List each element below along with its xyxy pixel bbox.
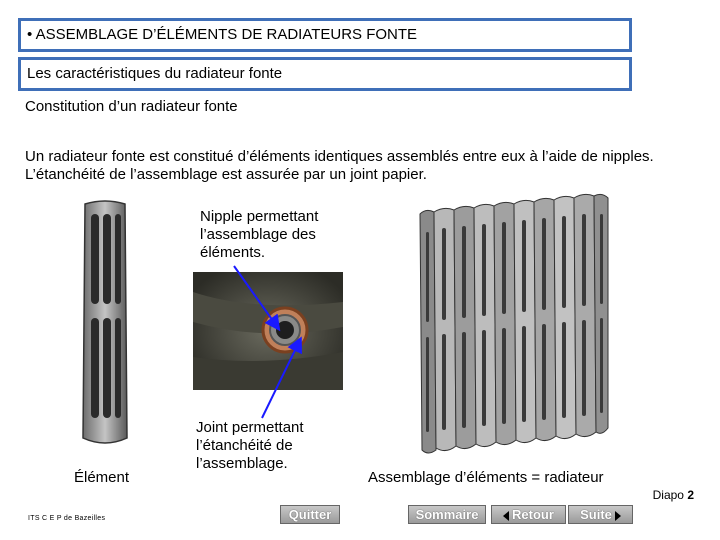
element-caption: Élément xyxy=(74,469,130,486)
joint-annotation: Joint permettant l’étanchéité de l’assem… xyxy=(196,419,304,472)
subtitle: Constitution d’un radiateur fonte xyxy=(25,98,238,115)
next-label: Suite xyxy=(580,507,612,522)
nipple-annotation: Nipple permettant l’assemblage des éléme… xyxy=(200,208,319,261)
joint-arrow xyxy=(261,336,302,419)
page-title: • ASSEMBLAGE D’ÉLÉMENTS DE RADIATEURS FO… xyxy=(21,21,629,49)
title-bar: • ASSEMBLAGE D’ÉLÉMENTS DE RADIATEURS FO… xyxy=(18,18,632,52)
section-title: Les caractéristiques du radiateur fonte xyxy=(21,60,629,88)
description-paragraph: Un radiateur fonte est constitué d’éléme… xyxy=(25,148,654,183)
nipple-arrow xyxy=(233,265,281,332)
back-button[interactable]: Retour xyxy=(491,505,566,524)
back-label: Retour xyxy=(512,507,554,522)
assembled-radiator-image xyxy=(419,193,609,454)
arrow-right-icon xyxy=(614,510,621,521)
quit-label: Quitter xyxy=(288,507,332,522)
next-button[interactable]: Suite xyxy=(568,505,633,524)
slide-label: Diapo xyxy=(652,488,684,502)
summary-label: Sommaire xyxy=(415,507,479,522)
slide-number-value: 2 xyxy=(687,488,694,502)
slide-number: Diapo 2 xyxy=(653,488,694,502)
arrow-left-icon xyxy=(503,510,510,521)
school-credit: ITS C E P de Bazeilles xyxy=(28,515,106,522)
quit-button[interactable]: Quitter xyxy=(280,505,340,524)
section-bar: Les caractéristiques du radiateur fonte xyxy=(18,57,632,91)
summary-button[interactable]: Sommaire xyxy=(408,505,486,524)
radiator-element-image xyxy=(82,200,128,444)
radiator-section-group xyxy=(419,193,609,454)
assembly-caption: Assemblage d’éléments = radiateur xyxy=(368,469,604,486)
